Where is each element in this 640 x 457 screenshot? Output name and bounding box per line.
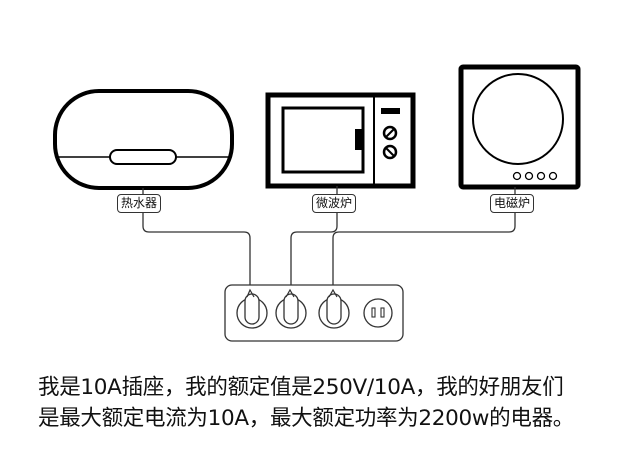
caption-line-2: 是最大额定电流为10A，最大额定功率为2200w的电器。 [38, 406, 574, 431]
wire-water-heater [142, 188, 251, 290]
water-heater-icon [53, 89, 234, 190]
socket-2[interactable] [275, 288, 307, 329]
induction-cooker-icon [458, 64, 581, 190]
label-water-heater: 热水器 [117, 194, 162, 213]
socket-3[interactable] [318, 288, 350, 329]
socket-1[interactable] [236, 288, 268, 329]
wire-induction-cooker [332, 187, 516, 290]
caption-line-1: 我是10A插座，我的额定值是250V/10A，我的好朋友们 [38, 375, 564, 400]
power-strip [224, 284, 404, 342]
microwave-icon [265, 92, 416, 189]
label-induction-cooker: 电磁炉 [490, 194, 535, 213]
socket-4-empty[interactable] [363, 298, 393, 328]
wire-microwave [290, 186, 338, 290]
label-microwave: 微波炉 [312, 194, 357, 213]
